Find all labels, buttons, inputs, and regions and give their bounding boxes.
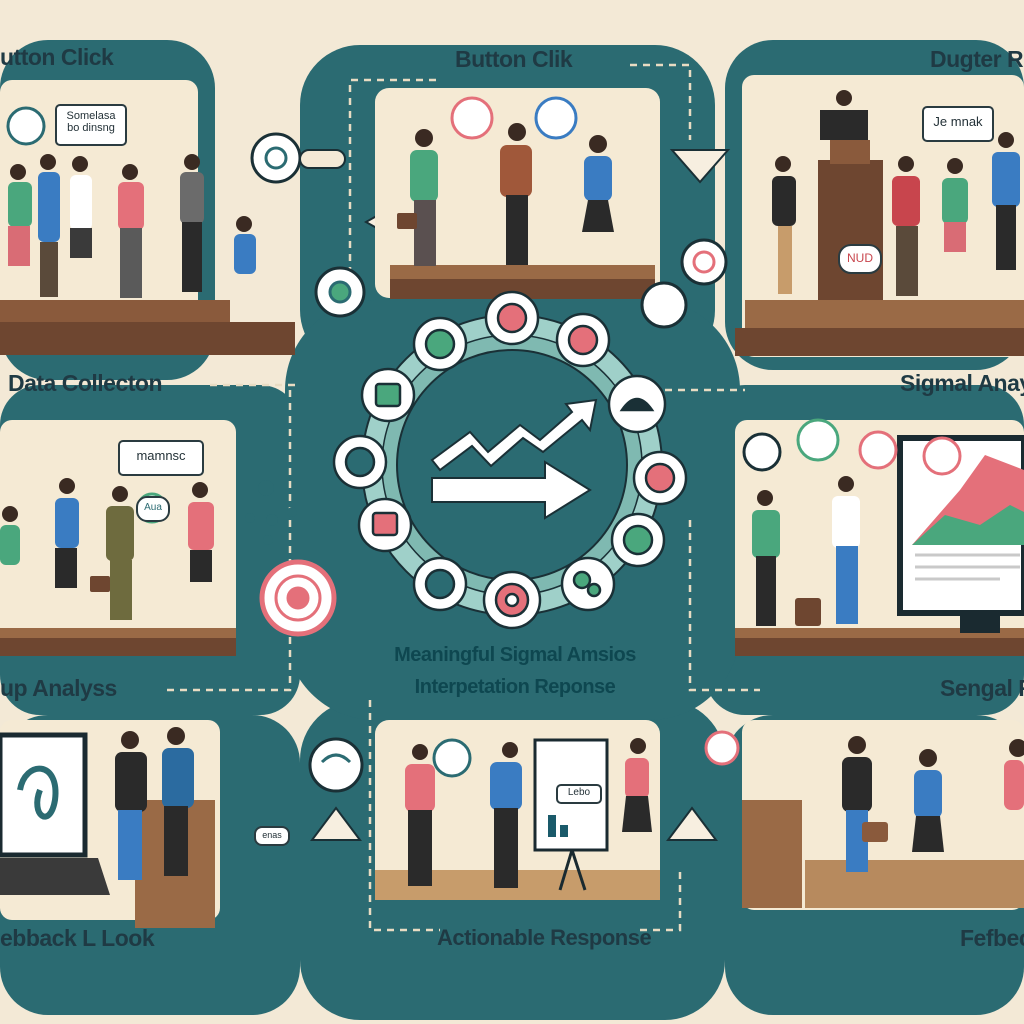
sign-top-right: NUD	[838, 244, 882, 274]
label-top-right: Dugter R	[930, 46, 1023, 73]
label-mid-left-bottom: up Analyss	[0, 675, 117, 702]
board-tag-bottom-center: Lebo	[556, 784, 602, 804]
label-top-left: utton Click	[0, 44, 113, 71]
speech-bubble-top-right: Je mnak	[922, 106, 994, 142]
speech-bubble-mid-left: mamnsc	[118, 440, 204, 476]
note-bottom-left: enas	[254, 826, 290, 846]
label-mid-right-bottom: Sengal R	[940, 675, 1024, 702]
badge-mid-left: Aua	[136, 496, 170, 522]
center-caption-line1: Meaningful Sigmal Amsios	[340, 644, 690, 667]
center-caption-line2: Interpetation Reponse	[340, 676, 690, 699]
label-mid-left: Data Collecton	[8, 370, 162, 397]
label-top-center: Button Clik	[455, 46, 572, 73]
connector-bar	[300, 150, 345, 168]
central-hub	[362, 315, 662, 615]
label-bottom-left: ebback L Look	[0, 925, 154, 952]
label-mid-right: Sigmal Anaya	[900, 370, 1024, 397]
label-bottom-right: Fefbec	[960, 925, 1024, 952]
speech-bubble-top-left: Somelasa bo dinsng	[55, 104, 127, 146]
label-bottom-center: Actionable Response	[437, 925, 651, 951]
